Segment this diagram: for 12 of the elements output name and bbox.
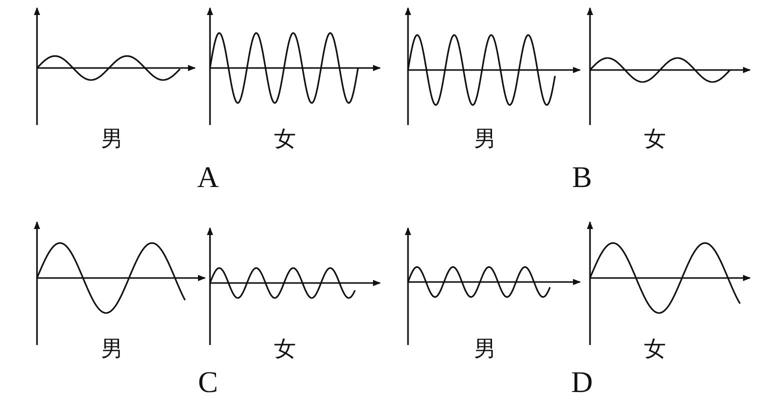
graph-caption: 男 [474,128,496,150]
option-letter: A [197,163,219,193]
graph-caption: 男 [101,338,123,360]
graph-caption: 男 [474,338,496,360]
graph-caption: 女 [644,338,666,360]
graph-caption: 女 [274,128,296,150]
graph-caption: 女 [644,128,666,150]
graph-caption: 男 [101,128,123,150]
option-letter: B [572,163,592,193]
graph-caption: 女 [274,338,296,360]
option-letter: C [198,368,218,398]
option-letter: D [571,368,593,398]
